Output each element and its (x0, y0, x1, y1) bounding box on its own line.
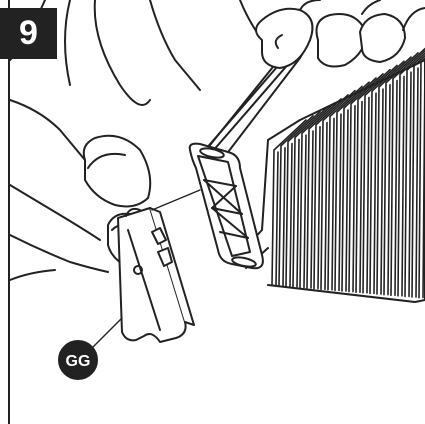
leader-lines (87, 189, 201, 353)
heatsink-fin (299, 102, 335, 289)
upper-hand (93, 0, 425, 106)
step-number-badge: 9 (0, 8, 57, 59)
heatsink-fin (285, 110, 321, 287)
callout-gg-label: GG (66, 353, 91, 370)
heatsink-fin (341, 77, 377, 292)
heatsink-fin (306, 98, 342, 289)
heatsink-fin (355, 68, 391, 293)
heatsink-fin (327, 85, 363, 291)
heatsink-fins (267, 47, 425, 303)
heatsink-fin (376, 56, 412, 295)
heatsink-fin (278, 115, 314, 287)
heatsink-fin (411, 54, 425, 298)
clip-part-gg (117, 207, 195, 343)
heatsink-fin (383, 52, 419, 296)
heatsink-fin (271, 119, 307, 286)
heatsink-fin (397, 49, 425, 297)
callout-gg: GG (58, 340, 98, 380)
heatsink-fin (313, 94, 349, 290)
heatsink-fin (292, 106, 328, 288)
leader-clip-to-profile (151, 189, 201, 211)
heatsink-fin (369, 60, 405, 295)
heatsink-fin (320, 89, 356, 290)
heatsink-fin (348, 73, 384, 293)
heatsink-fin (362, 64, 398, 294)
extrusion-end-profile (188, 142, 264, 270)
heatsink-fin (334, 81, 370, 292)
frame-rule-left (8, 0, 10, 424)
leader-callout-gg (87, 317, 123, 353)
heatsink-fin (390, 47, 425, 296)
heatsink-fin (404, 52, 425, 298)
